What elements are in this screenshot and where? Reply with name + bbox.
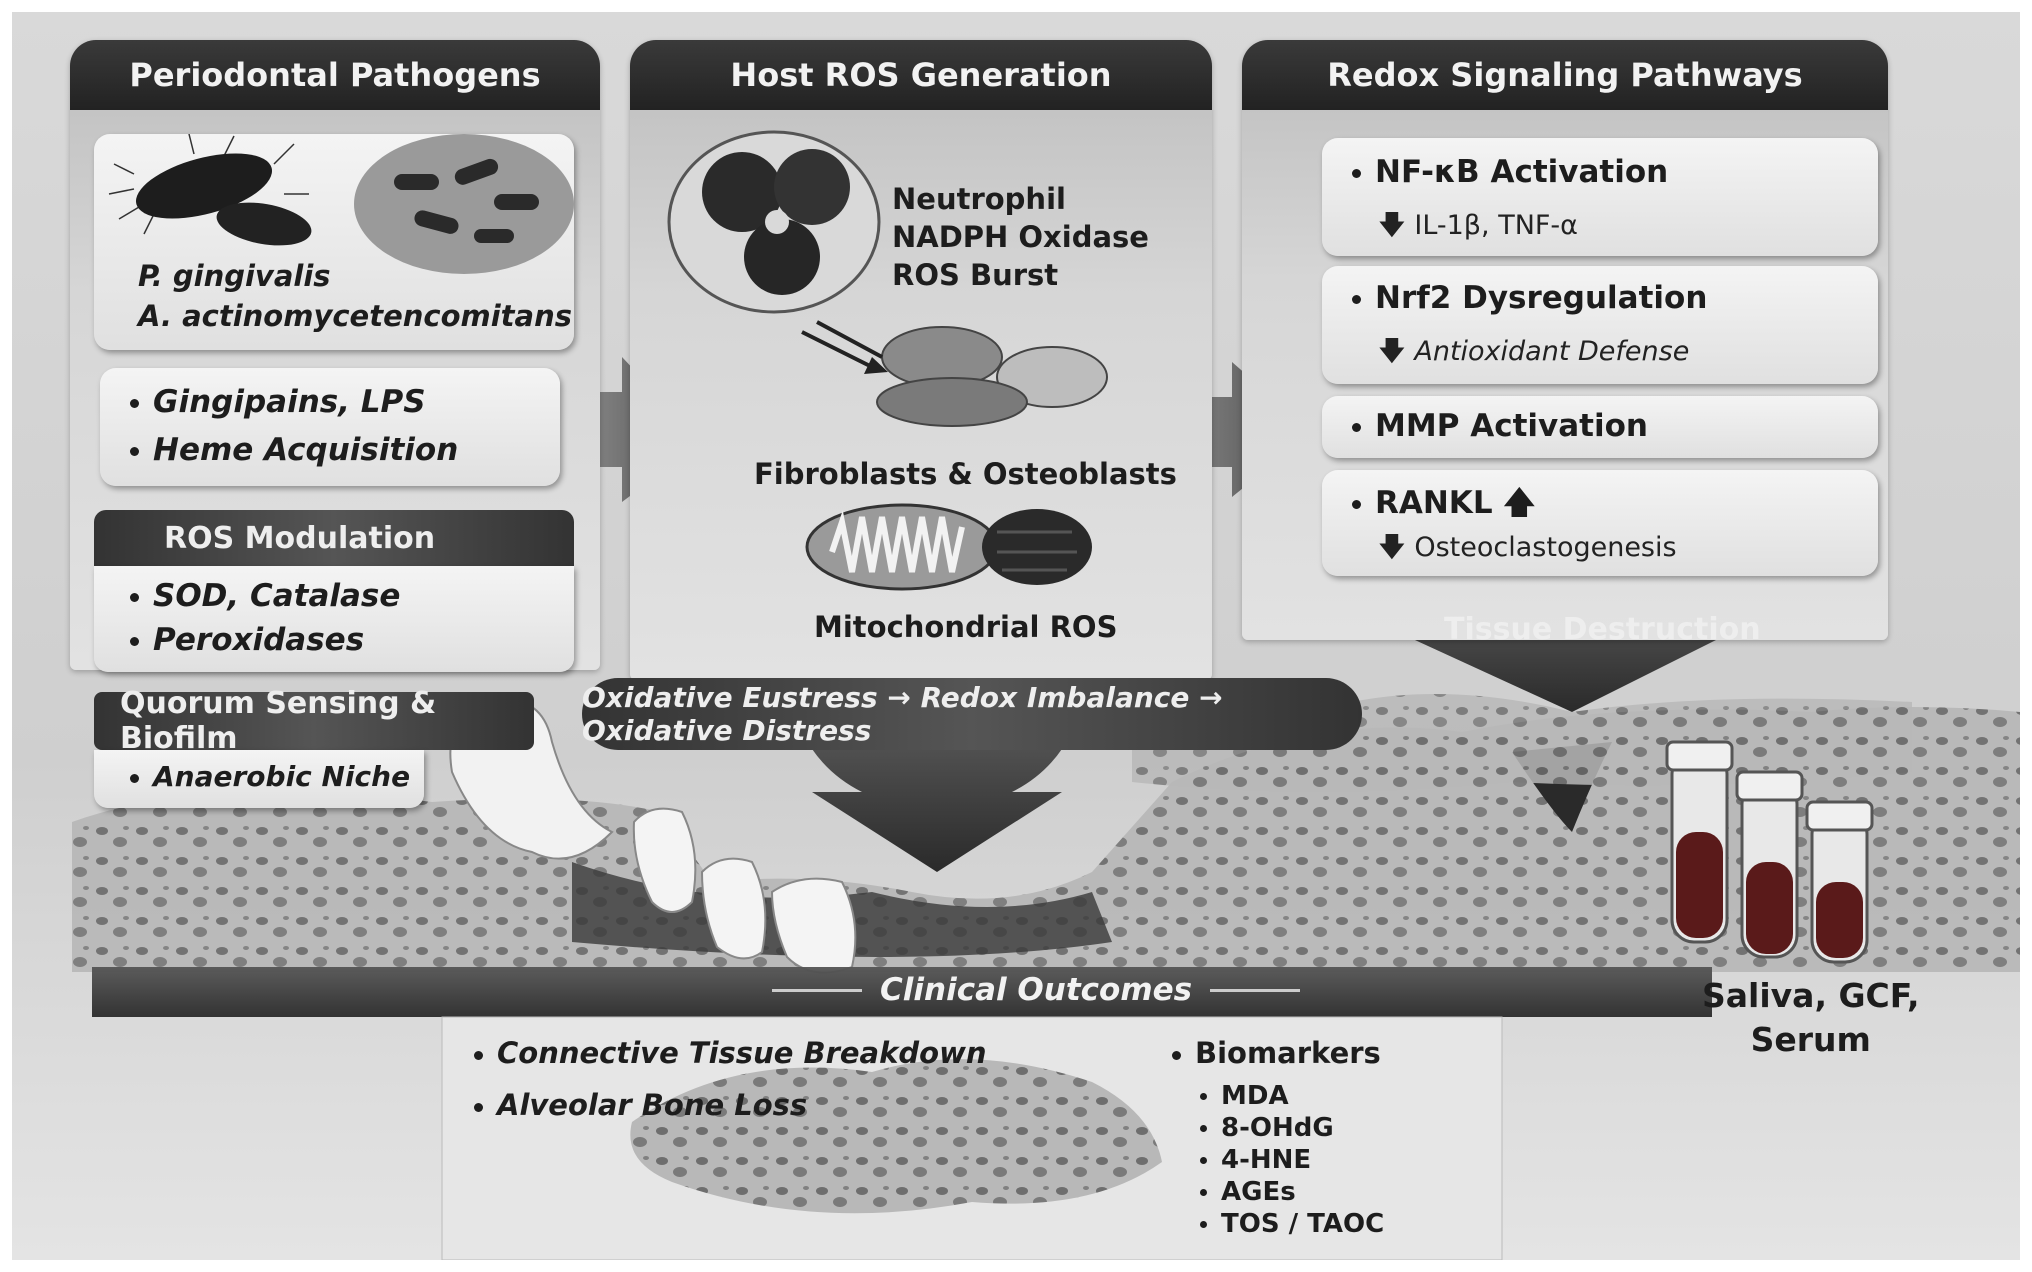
tissue-destruction-label: Tissue Destruction [1444, 612, 1761, 647]
down-arrow-icon: 🡇 [1378, 336, 1406, 367]
ros-item: Peroxidases [130, 622, 364, 658]
biomarker-item: TOS / TAOC [1200, 1208, 1384, 1240]
species-2: A. actinomycetencomitans [138, 299, 572, 333]
panel-host-ros: Host ROS Generation [630, 40, 1212, 680]
fibroblasts-label: Fibroblasts & Osteoblasts [754, 457, 1177, 491]
panel-title: Host ROS Generation [630, 40, 1212, 110]
clinical-item: Alveolar Bone Loss [474, 1088, 807, 1122]
virulence-item: Gingipains, LPS [130, 384, 426, 420]
down-arrow-icon: 🡇 [1378, 532, 1406, 563]
quorum-box: Anaerobic Niche [94, 750, 424, 808]
pathogen-illustration-box: P. gingivalis A. actinomycetencomitans [94, 134, 574, 350]
mitochondrial-label: Mitochondrial ROS [814, 610, 1118, 644]
ros-item: SOD, Catalase [130, 578, 400, 614]
oxidative-stress-band: Oxidative Eustress → Redox Imbalance → O… [582, 678, 1362, 750]
ros-modulation-box: SOD, Catalase Peroxidases [94, 566, 574, 672]
biomarker-item: 4-HNE [1200, 1144, 1384, 1176]
panel-title: Periodontal Pathogens [70, 40, 600, 110]
panel-title: Redox Signaling Pathways [1242, 40, 1888, 110]
clinical-outcomes-title: Clinical Outcomes [772, 972, 1301, 1008]
down-arrow-icon: 🡇 [1378, 210, 1406, 241]
clinical-item: Connective Tissue Breakdown [474, 1036, 987, 1070]
biomarkers-title: Biomarkers [1172, 1036, 1381, 1070]
pathway-nfkb: NF-κB Activation 🡇 IL-1β, TNF-α [1322, 138, 1878, 256]
virulence-item: Heme Acquisition [130, 432, 458, 468]
biomarker-item: 8-OHdG [1200, 1112, 1384, 1144]
virulence-box: Gingipains, LPS Heme Acquisition [100, 368, 560, 486]
up-arrow-icon: 🡅 [1503, 485, 1536, 521]
biomarker-item: AGEs [1200, 1176, 1384, 1208]
pathway-rankl: RANKL 🡅 🡇 Osteoclastogenesis [1322, 470, 1878, 576]
quorum-sensing-header: Quorum Sensing & Biofilm [94, 686, 534, 756]
samples-label: Saliva, GCF, Serum [1702, 976, 1920, 1059]
pathway-nrf2: Nrf2 Dysregulation 🡇 Antioxidant Defense [1322, 266, 1878, 384]
neutrophil-label: Neutrophil NADPH Oxidase ROS Burst [892, 182, 1149, 292]
sample-vials-icon [1665, 740, 1874, 964]
species-1: P. gingivalis [138, 259, 331, 293]
ros-modulation-header: ROS Modulation [94, 510, 574, 566]
bacteria-icon [108, 134, 574, 274]
pathway-mmp: MMP Activation [1322, 396, 1878, 458]
biomarker-item: MDA [1200, 1080, 1384, 1112]
quorum-item: Anaerobic Niche [130, 760, 410, 793]
biomarker-list: MDA 8-OHdG 4-HNE AGEs TOS / TAOC [1200, 1080, 1384, 1240]
diagram-canvas: Periodontal Pathogens P. gingivalis A. a… [12, 12, 2020, 1260]
